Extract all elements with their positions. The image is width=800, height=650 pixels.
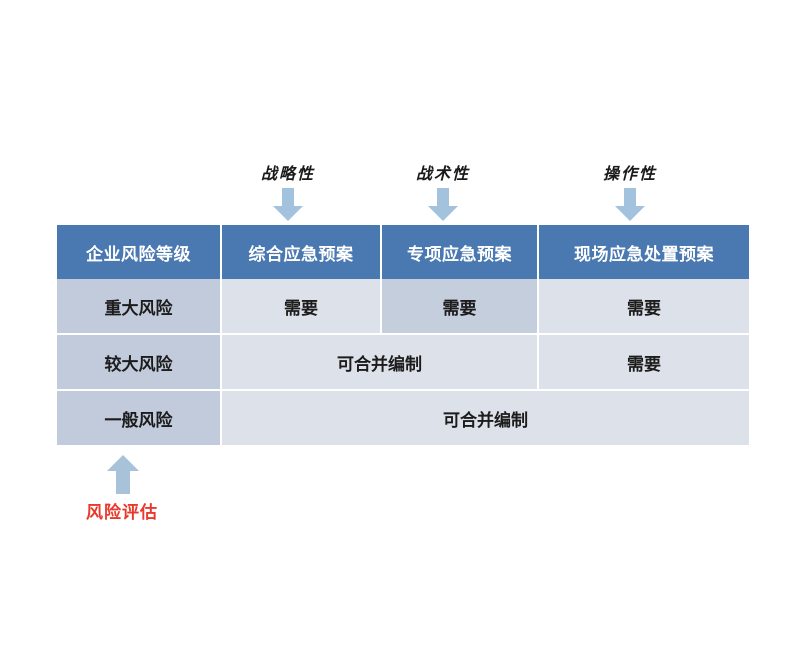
label-operational: 操作性 xyxy=(602,164,658,183)
arrow-up-risk-assessment-icon xyxy=(106,455,140,495)
arrow-down-strategic-icon xyxy=(271,188,305,222)
header-cell-special-plan: 专项应急预案 xyxy=(382,225,539,279)
cell-major-comprehensive: 需要 xyxy=(222,279,382,335)
table-body: 重大风险 需要 需要 需要 较大风险 可合并编制 需要 一般风险 可合并编制 xyxy=(57,279,749,445)
row-header-major-risk: 重大风险 xyxy=(57,279,222,335)
cell-major-special: 需要 xyxy=(382,279,539,335)
header-cell-onsite-plan: 现场应急处置预案 xyxy=(539,225,749,279)
row-header-larger-risk: 较大风险 xyxy=(57,335,222,391)
header-cell-comprehensive-plan: 综合应急预案 xyxy=(222,225,382,279)
row-header-general-risk: 一般风险 xyxy=(57,391,222,445)
table-row: 重大风险 需要 需要 需要 xyxy=(57,279,749,335)
arrow-down-operational-icon xyxy=(613,188,647,222)
arrow-down-tactical-icon xyxy=(426,188,460,222)
cell-general-merged-plan: 可合并编制 xyxy=(222,391,749,445)
table-header: 企业风险等级 综合应急预案 专项应急预案 现场应急处置预案 xyxy=(57,225,749,279)
cell-larger-merged-plan: 可合并编制 xyxy=(222,335,539,391)
table-row: 一般风险 可合并编制 xyxy=(57,391,749,445)
risk-emergency-plan-table: 企业风险等级 综合应急预案 专项应急预案 现场应急处置预案 重大风险 需要 需要… xyxy=(57,225,749,445)
table-row: 较大风险 可合并编制 需要 xyxy=(57,335,749,391)
label-tactical: 战术性 xyxy=(415,164,471,183)
label-strategic: 战略性 xyxy=(260,164,316,183)
header-cell-risk-level: 企业风险等级 xyxy=(57,225,222,279)
caption-risk-assessment: 风险评估 xyxy=(86,503,158,523)
table-header-row: 企业风险等级 综合应急预案 专项应急预案 现场应急处置预案 xyxy=(57,225,749,279)
cell-larger-onsite: 需要 xyxy=(539,335,749,391)
cell-major-onsite: 需要 xyxy=(539,279,749,335)
